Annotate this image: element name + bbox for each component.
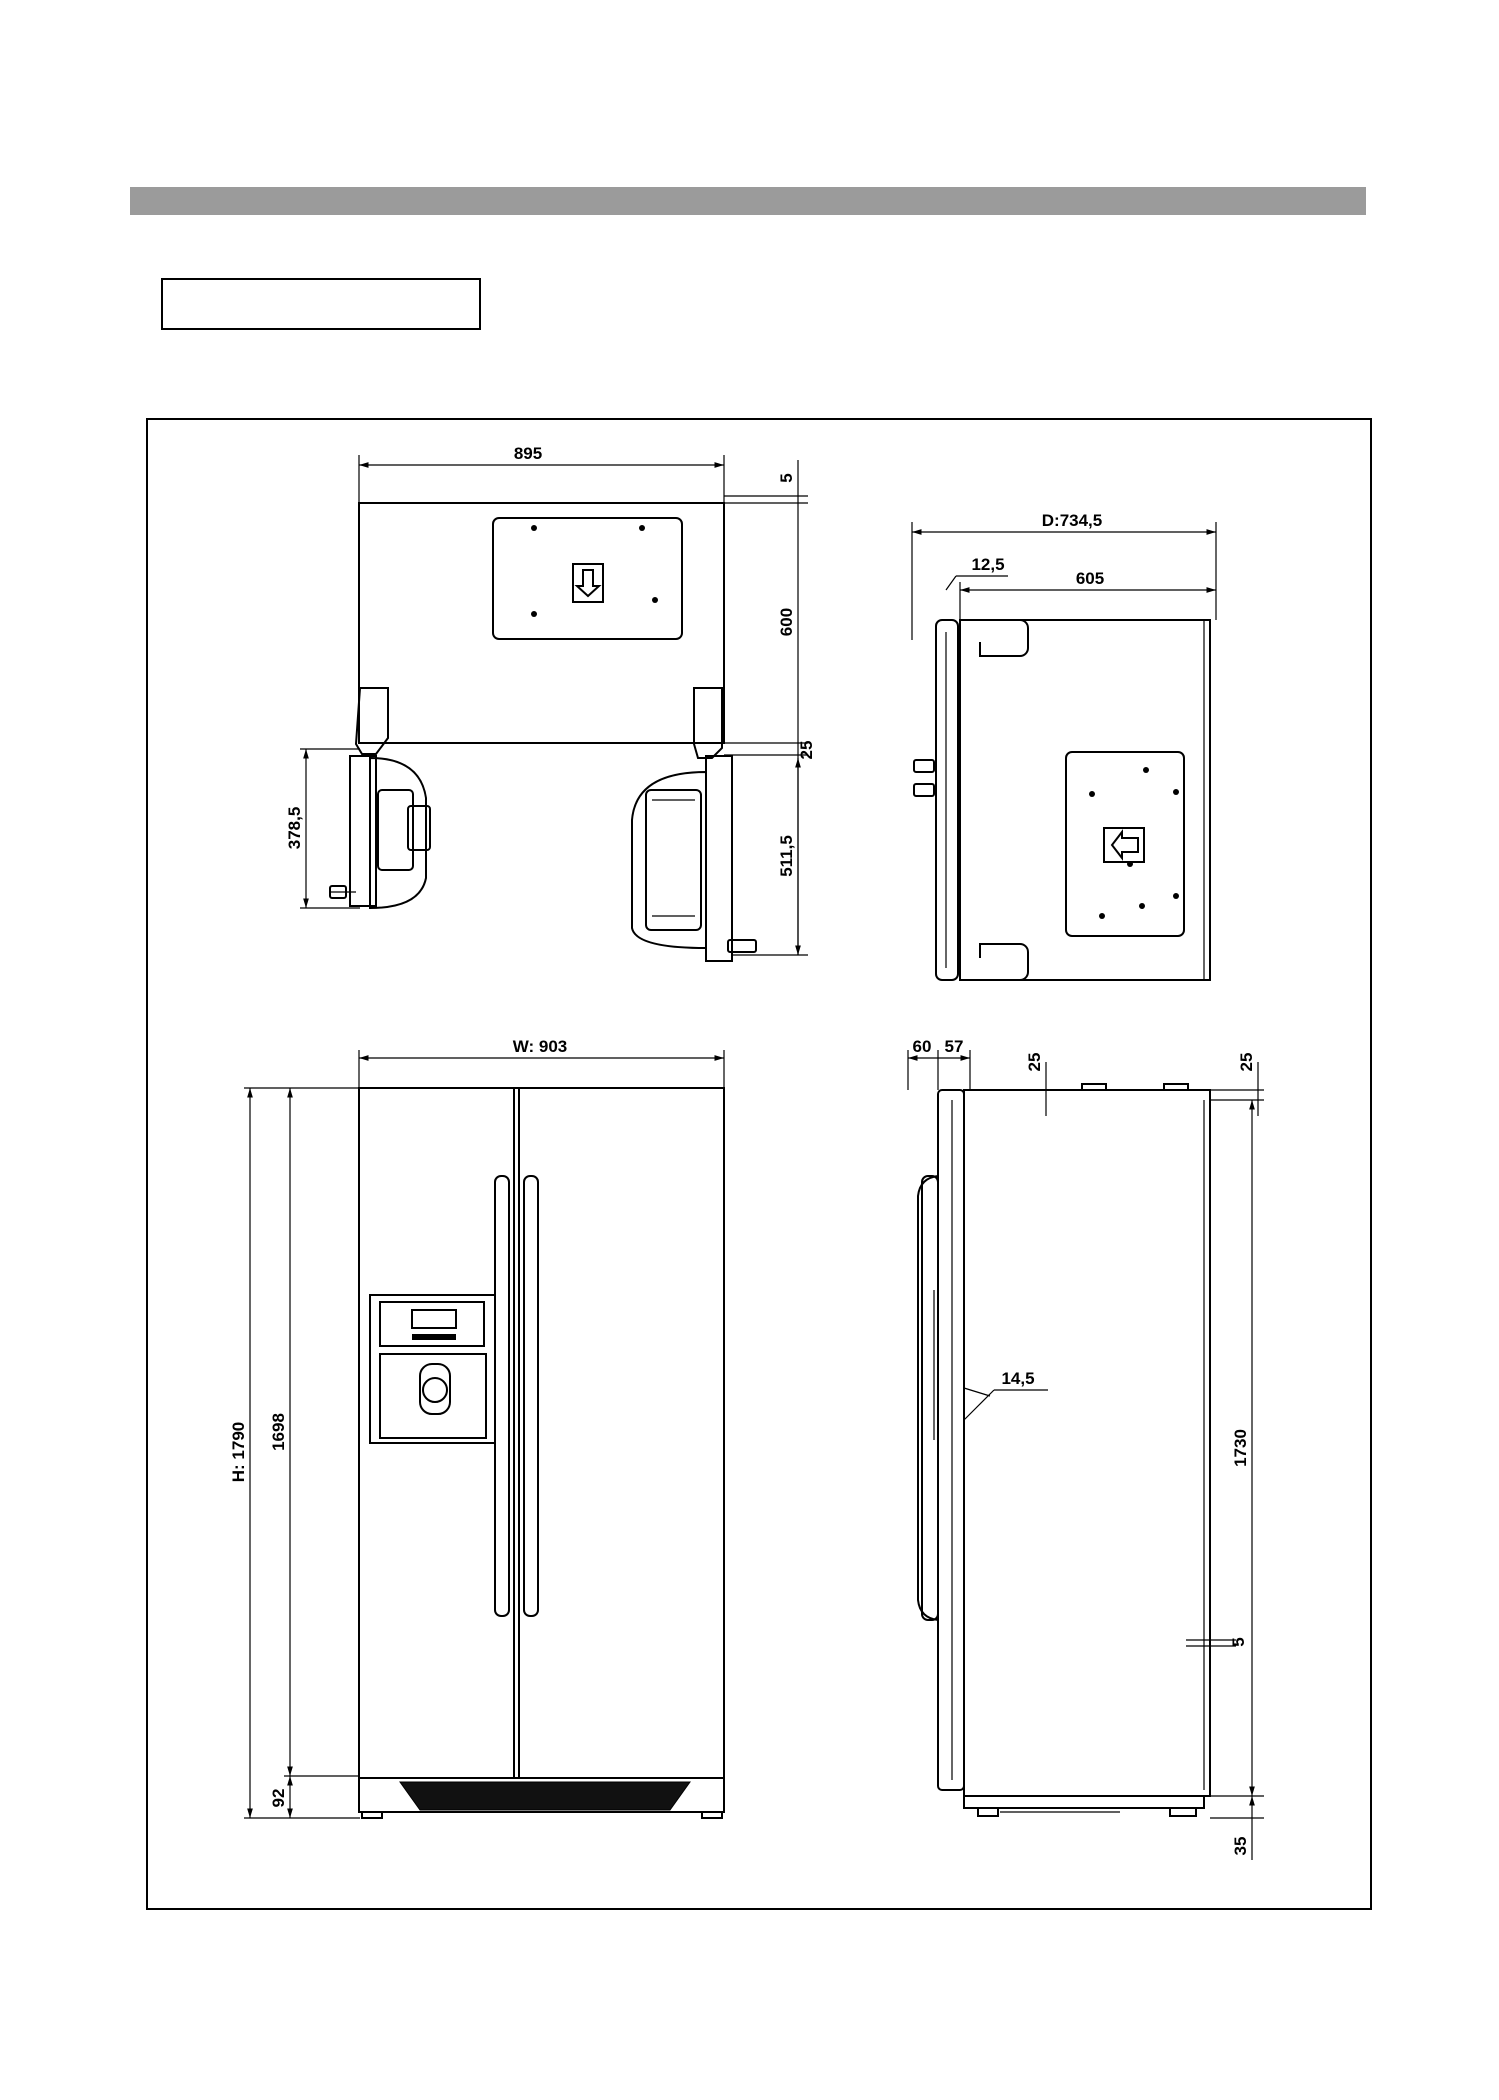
dim-side-bottom-height: 35: [1231, 1837, 1250, 1856]
dim-front-width: W: 903: [513, 1037, 568, 1056]
top-view-diagram: 895 5 600 25 378,5: [285, 444, 816, 961]
dim-front-base-height: 92: [269, 1789, 288, 1808]
dim-side-handle-depth-2: 57: [945, 1037, 964, 1056]
dim-left-door-swing: 378,5: [285, 807, 304, 850]
dim-side-top-offset-2: 25: [1237, 1053, 1256, 1072]
dim-front-height: H: 1790: [229, 1422, 248, 1482]
dim-front-body-height: 1698: [269, 1413, 288, 1451]
dim-top-width: 895: [514, 444, 542, 463]
front-view-diagram: W: 903 H: 1790 1698 92: [229, 1037, 724, 1818]
dim-side-height: 1730: [1231, 1429, 1250, 1467]
dim-top-depth: 600: [777, 608, 796, 636]
side-view-diagram: 60 57 25 25 14,5 1730 5: [908, 1037, 1264, 1860]
side-top-view-diagram: D:734,5 12,5 605: [912, 511, 1216, 980]
dim-side-rear-gap: 5: [1229, 1637, 1248, 1646]
dim-side-top-depth: D:734,5: [1042, 511, 1102, 530]
dim-side-top-offset: 12,5: [971, 555, 1004, 574]
dim-top-clearance: 5: [777, 473, 796, 482]
dim-right-door-swing: 511,5: [777, 835, 796, 877]
dim-side-top-body-depth: 605: [1076, 569, 1104, 588]
dim-side-handle-depth-1: 60: [913, 1037, 932, 1056]
dim-side-top-offset-1: 25: [1025, 1053, 1044, 1072]
dim-side-handle-offset: 14,5: [1001, 1369, 1034, 1388]
dim-top-door-gap: 25: [797, 741, 816, 760]
